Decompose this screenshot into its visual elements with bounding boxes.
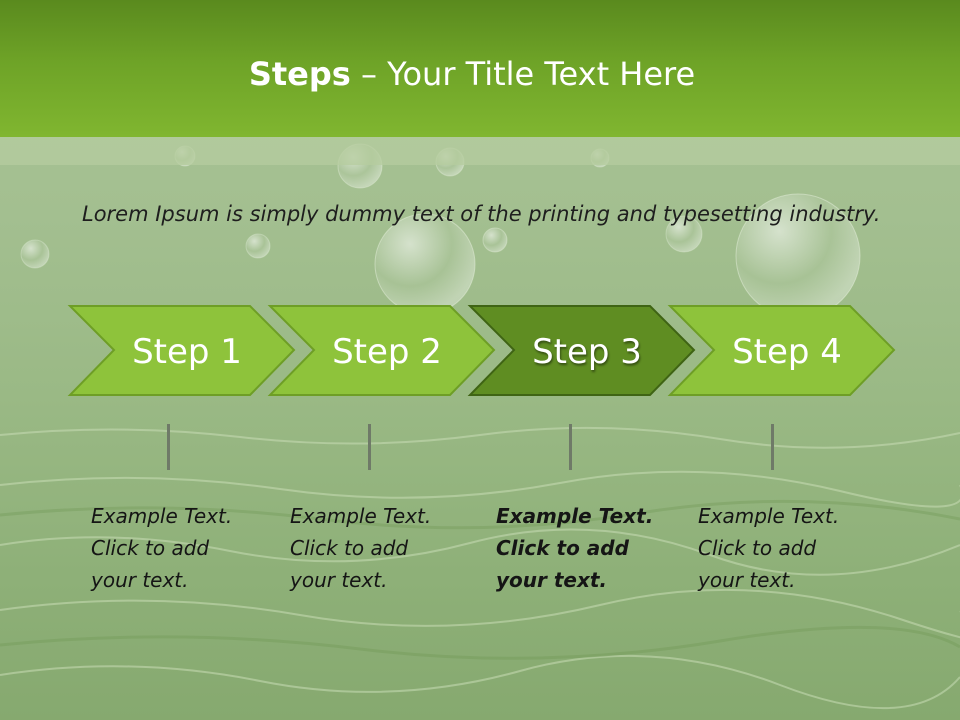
- step-4-connector: [771, 424, 774, 470]
- intro-text[interactable]: Lorem Ipsum is simply dummy text of the …: [82, 202, 881, 226]
- step-4-text[interactable]: Example Text. Click to add your text.: [698, 500, 868, 596]
- step-3-text[interactable]: Example Text. Click to add your text.: [496, 500, 666, 596]
- ripple-decoration: [0, 426, 960, 710]
- step-3-text-line: Click to add: [496, 536, 629, 560]
- step-4-arrow[interactable]: [667, 305, 896, 396]
- title-bar: [0, 0, 960, 137]
- step-2-text-line: your text.: [290, 568, 388, 592]
- step-1-label: Step 1: [132, 332, 242, 372]
- step-3-connector: [569, 424, 572, 470]
- step-3-text-line: Example Text.: [496, 504, 654, 528]
- step-1-text-line: Example Text.: [91, 504, 233, 528]
- step-3-arrow[interactable]: [467, 305, 696, 396]
- step-3-label: Step 3: [532, 332, 642, 372]
- step-2-connector: [368, 424, 371, 470]
- slide-title-bold: Steps: [248, 55, 351, 93]
- step-2-text-line: Click to add: [290, 536, 409, 560]
- step-1-connector: [167, 424, 170, 470]
- step-4-label: Step 4: [732, 332, 842, 372]
- step-1-text-line: your text.: [91, 568, 189, 592]
- step-4-text-line: your text.: [698, 568, 796, 592]
- step-4-text-line: Example Text.: [698, 504, 840, 528]
- step-4-text-line: Click to add: [698, 536, 817, 560]
- slide-title-rest: – Your Title Text Here: [350, 55, 696, 93]
- step-2-text-line: Example Text.: [290, 504, 432, 528]
- title-bar-strip: [0, 137, 960, 165]
- step-1-text-line: Click to add: [91, 536, 210, 560]
- step-2-label: Step 2: [332, 332, 442, 372]
- step-1-arrow[interactable]: [67, 305, 296, 396]
- step-2-text[interactable]: Example Text. Click to add your text.: [290, 500, 460, 596]
- step-2-arrow[interactable]: [267, 305, 496, 396]
- step-3-text-line: your text.: [496, 568, 608, 592]
- slide-title[interactable]: Steps – Your Title Text Here: [0, 52, 944, 96]
- step-1-text[interactable]: Example Text. Click to add your text.: [91, 500, 261, 596]
